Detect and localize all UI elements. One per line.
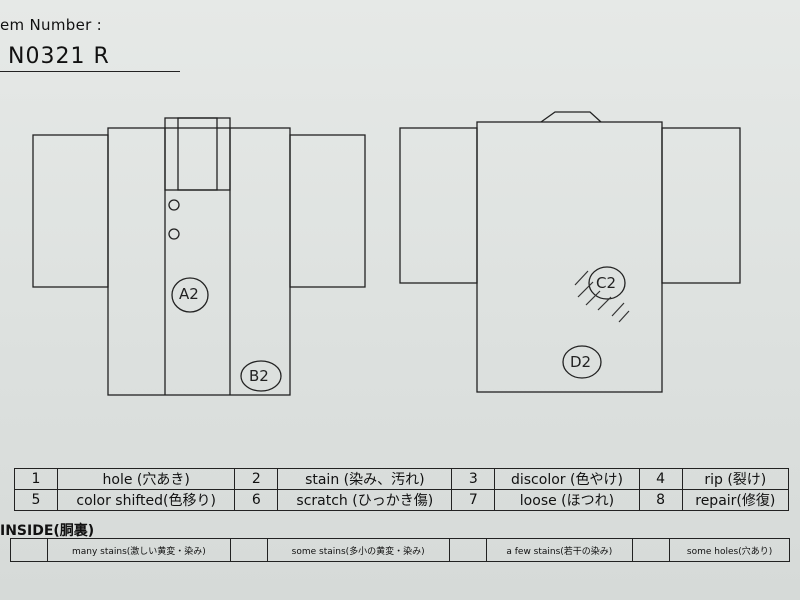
legend-num: 8 xyxy=(638,489,683,511)
legend-text: stain (染み、汚れ) xyxy=(277,468,453,490)
inside-item: many stains(激しい黄変・染み) xyxy=(47,538,231,562)
mark-b2: B2 xyxy=(249,367,269,385)
legend-text: color shifted(色移り) xyxy=(56,489,236,511)
mark-circle-d2 xyxy=(562,345,602,379)
inside-label: INSIDE(胴裏) xyxy=(0,523,95,539)
legend-num: 2 xyxy=(234,468,279,490)
front-collar-inner xyxy=(177,117,218,191)
inside-checkbox-1[interactable] xyxy=(10,538,48,562)
inside-checkbox-3[interactable] xyxy=(448,538,487,562)
mark-circle-c2 xyxy=(588,266,626,300)
legend-text: discolor (色やけ) xyxy=(494,468,640,490)
front-button-2 xyxy=(168,228,180,240)
legend-text: loose (ほつれ) xyxy=(494,489,640,511)
legend-num: 5 xyxy=(14,489,58,511)
legend-text: repair(修復) xyxy=(681,489,790,511)
legend-row: 5 color shifted(色移り) 6 scratch (ひっかき傷) 7… xyxy=(14,489,790,511)
legend-num: 3 xyxy=(451,468,496,490)
legend-num: 4 xyxy=(638,468,683,490)
legend-num: 1 xyxy=(14,468,58,490)
inside-item: some stains(多小の黄変・染み) xyxy=(266,538,450,562)
back-collar xyxy=(540,111,602,123)
legend-num: 6 xyxy=(234,489,279,511)
mark-d2: D2 xyxy=(570,353,592,371)
back-view xyxy=(399,111,741,393)
item-number-underline xyxy=(0,71,180,72)
inside-item: a few stains(若干の染み) xyxy=(485,538,634,562)
inside-checkbox-4[interactable] xyxy=(632,538,671,562)
back-body xyxy=(476,121,663,393)
stain-hatching xyxy=(574,270,630,323)
back-right-sleeve xyxy=(661,127,741,284)
mark-a2: A2 xyxy=(179,285,199,303)
mark-circle-a2 xyxy=(171,277,209,313)
item-number-label: em Number : xyxy=(0,16,102,34)
inside-lining-table: many stains(激しい黄変・染み) some stains(多小の黄変・… xyxy=(10,538,790,562)
inside-item: some holes(穴あり) xyxy=(669,538,790,562)
item-number-value: N0321 R xyxy=(8,44,110,69)
legend-num: 7 xyxy=(451,489,496,511)
legend-text: hole (穴あき) xyxy=(56,468,236,490)
inside-row: many stains(激しい黄変・染み) some stains(多小の黄変・… xyxy=(10,538,790,562)
mark-c2: C2 xyxy=(596,274,617,292)
front-collar xyxy=(164,117,231,191)
front-view xyxy=(32,117,366,396)
mark-circle-b2 xyxy=(240,360,282,392)
legend-text: scratch (ひっかき傷) xyxy=(277,489,453,511)
front-left-sleeve xyxy=(32,134,109,288)
legend-text: rip (裂け) xyxy=(681,468,790,490)
inside-checkbox-2[interactable] xyxy=(229,538,268,562)
front-button-1 xyxy=(168,199,180,211)
front-right-sleeve xyxy=(289,134,366,288)
back-left-sleeve xyxy=(399,127,478,284)
defect-legend-table: 1 hole (穴あき) 2 stain (染み、汚れ) 3 discolor … xyxy=(14,468,790,511)
legend-row: 1 hole (穴あき) 2 stain (染み、汚れ) 3 discolor … xyxy=(14,468,790,490)
front-body xyxy=(107,127,291,396)
